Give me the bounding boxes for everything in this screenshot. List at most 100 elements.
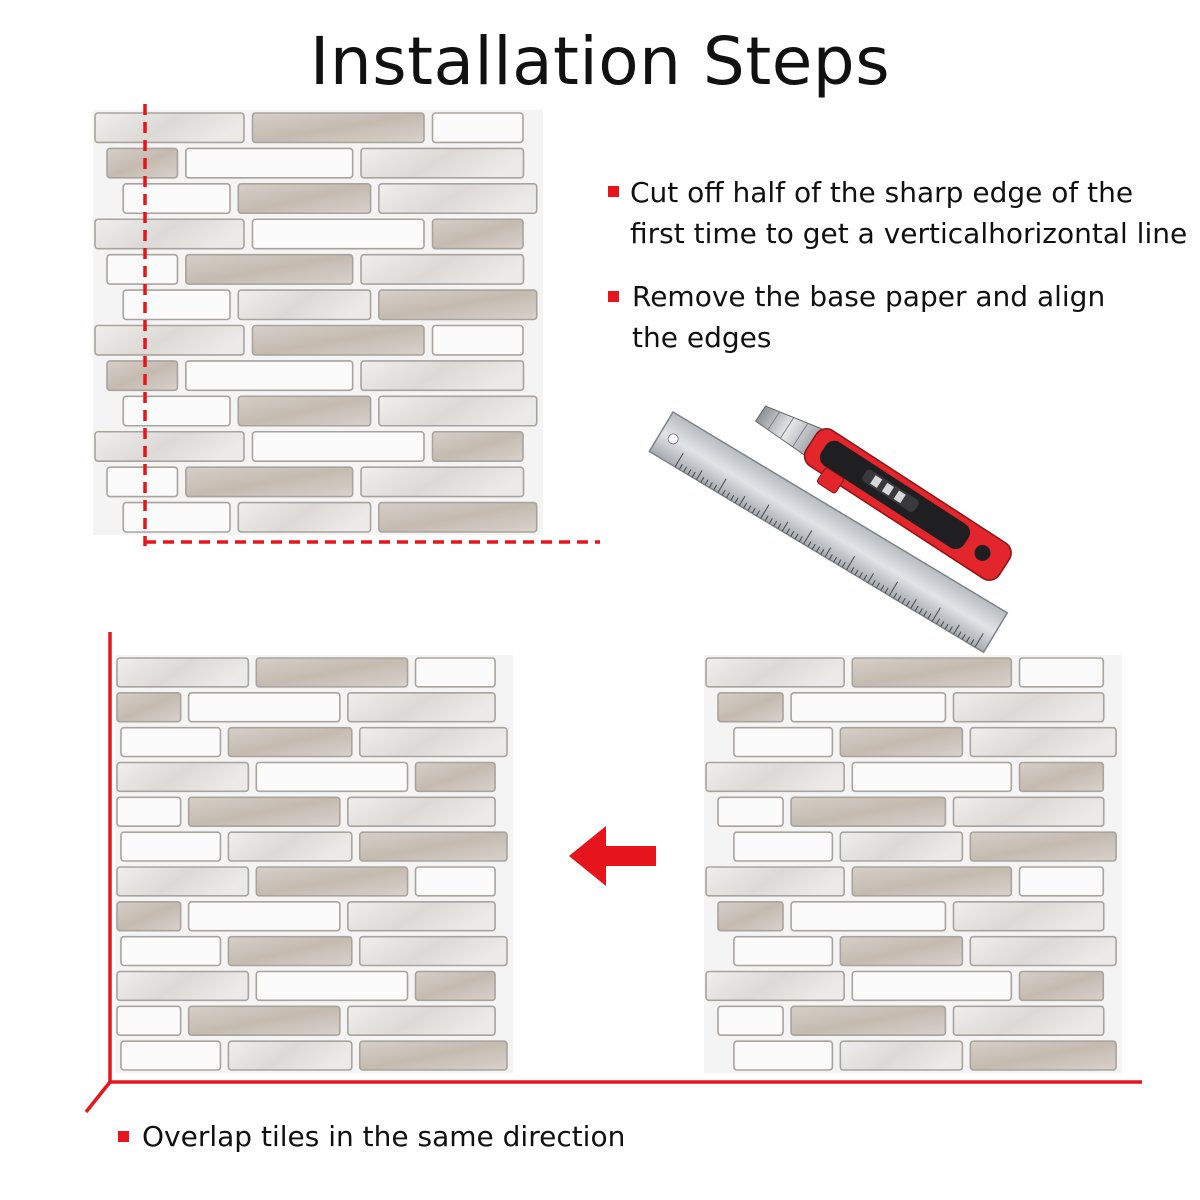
ruler-tick (824, 547, 832, 558)
tile-piece (116, 970, 250, 1002)
tile-piece (120, 726, 222, 758)
tile-backing (93, 110, 543, 535)
tile-piece (94, 324, 245, 356)
ruler-tick (914, 605, 919, 612)
tile-piece (851, 761, 1013, 793)
ruler-tick (970, 639, 975, 645)
bullet-square-icon (118, 1131, 129, 1142)
ruler-tick (781, 521, 789, 532)
ruler-tick (764, 515, 769, 522)
ruler-tick (794, 533, 799, 540)
ruler-tick (961, 634, 966, 640)
tile-piece (717, 901, 784, 932)
tile-piece (106, 147, 179, 179)
tile-piece (122, 183, 231, 215)
bullet-square-icon (608, 186, 619, 197)
tile-piece (255, 970, 409, 1002)
tile-piece (705, 970, 845, 1002)
ruler-tick (858, 572, 863, 578)
ruler-tick (760, 504, 770, 519)
ruler-tick (734, 497, 739, 504)
tile-piece (431, 218, 524, 250)
tile-piece (969, 726, 1117, 758)
tile-piece (717, 796, 784, 827)
tile-piece (358, 726, 508, 758)
step-text-line: the edges (632, 321, 772, 354)
tile-piece (187, 901, 341, 932)
ruler-tick (828, 554, 833, 560)
ruler-tick (846, 555, 856, 571)
tile-piece (347, 1005, 496, 1036)
tile-piece (358, 831, 508, 862)
ruler-tick (743, 502, 748, 509)
tile-piece (851, 866, 1013, 897)
tile-piece (185, 253, 354, 285)
tile-piece (378, 183, 538, 215)
tile-piece (378, 395, 538, 427)
ruler-tick (696, 470, 703, 481)
tile-piece (251, 430, 425, 462)
tile-piece (227, 1040, 353, 1071)
tile-piece (1018, 866, 1105, 897)
step-remove-paper: Remove the base paper and align the edge… (608, 276, 1106, 358)
tile-piece (94, 430, 245, 462)
tile-piece (1018, 657, 1105, 688)
ruler-tick (897, 595, 902, 602)
tile-piece (116, 901, 182, 932)
tile-piece (952, 901, 1105, 932)
tile-piece (122, 501, 231, 533)
tile-piece (969, 935, 1117, 967)
ruler-tick (923, 610, 928, 617)
tile-piece (717, 1005, 784, 1036)
ruler-tick (738, 495, 746, 506)
ruler-tick (953, 624, 960, 635)
tile-piece (414, 866, 496, 897)
tile-piece (1018, 761, 1105, 793)
ruler-tick (957, 631, 962, 638)
tile-sheet-bottom-right (704, 655, 1122, 1073)
tile-backing (704, 655, 1122, 1073)
ruler-tick (713, 484, 718, 491)
tile-piece (187, 1005, 341, 1036)
ruler-tick (786, 528, 790, 535)
ruler-tick (867, 573, 874, 584)
tile-piece (358, 1040, 508, 1071)
tile-piece (969, 831, 1117, 862)
tile-piece (227, 831, 353, 862)
ruler-tick (691, 471, 696, 478)
tile-piece (969, 1040, 1117, 1071)
tile-piece (185, 466, 354, 498)
tile-piece (94, 218, 245, 250)
tile-piece (251, 218, 425, 250)
tile-piece (839, 935, 964, 967)
step-text-line: Remove the base paper and align (632, 280, 1106, 313)
ruler-tick (901, 597, 906, 604)
tile-piece (733, 1040, 834, 1071)
tile-piece (116, 1005, 182, 1036)
ruler-tick (871, 579, 876, 586)
tile-piece (839, 831, 964, 862)
tile-piece (705, 866, 845, 897)
ruler-tick (974, 633, 984, 648)
tile-piece (358, 935, 508, 967)
tile-piece (431, 324, 524, 356)
step-text-line: Overlap tiles in the same direction (142, 1120, 626, 1153)
step-text-line: first time to get a verticalhorizontal l… (630, 217, 1188, 250)
ruler-tick (777, 523, 782, 529)
ruler-tick (966, 636, 970, 643)
ruler-tick (888, 581, 898, 596)
ruler-tick (906, 600, 910, 607)
step-text-line: Cut off half of the sharp edge of the (630, 176, 1134, 209)
ruler-tick (807, 541, 812, 547)
tile-piece (120, 1040, 222, 1071)
tile-piece (378, 501, 538, 533)
tile-piece (347, 692, 496, 723)
tile-piece (360, 253, 525, 285)
ruler-tick (747, 505, 752, 511)
tile-piece (251, 112, 425, 144)
tile-piece (414, 761, 496, 793)
ruler-tick (790, 531, 795, 537)
tile-piece (360, 147, 525, 179)
ruler-tick (910, 598, 917, 609)
tile-piece (116, 692, 182, 723)
